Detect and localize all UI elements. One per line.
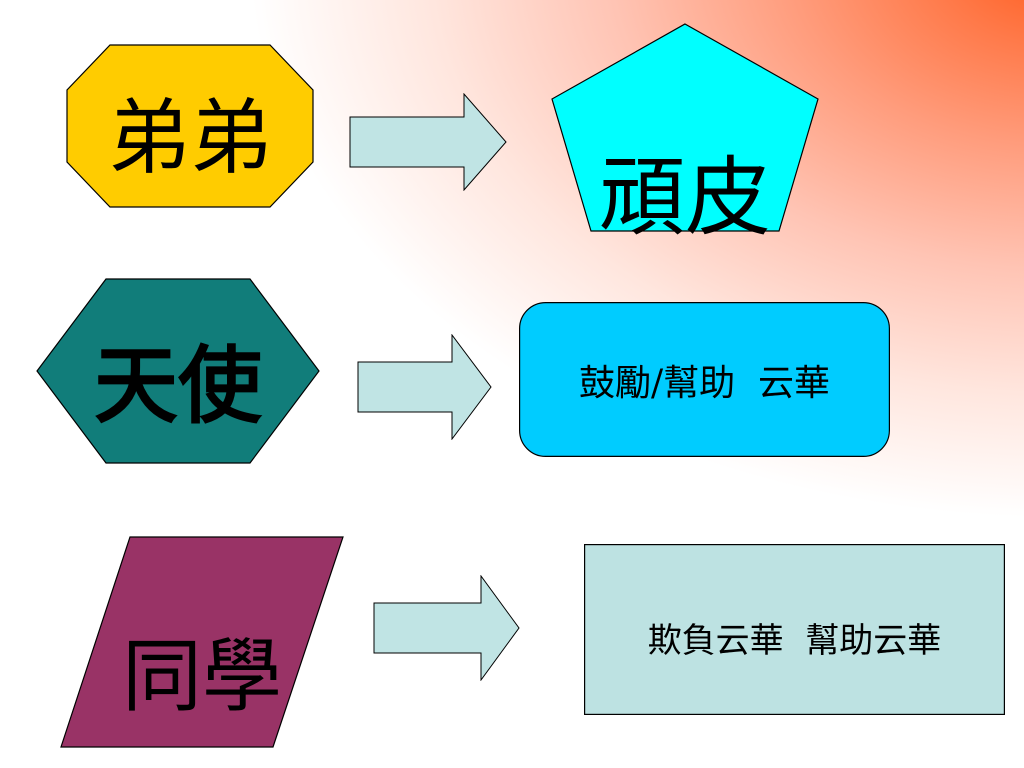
octagon-shape-younger-brother: 弟弟 [66,44,314,208]
hexagon-shape-angel: 天使 [36,278,320,464]
naughty-label: 頑皮 [599,148,771,248]
pentagon-outline [551,23,819,232]
arrow-right-icon [349,93,507,191]
encourage-help-label: 鼓勵/幫助 云華 [578,362,831,404]
younger-brother-label: 弟弟 [107,90,272,186]
rounded-rect-outline [519,302,890,458]
rect-outline [584,544,1005,716]
bully-help-label: 欺負云華 幫助云華 [647,621,942,661]
angel-label: 天使 [93,335,262,435]
octagon-outline [66,44,314,208]
pentagon-shape-naughty: 頑皮 [551,23,819,248]
arrow-right-row3 [373,575,520,681]
rounded-box-encourage-help: 鼓勵/幫助 云華 [519,302,890,458]
arrow-right-icon [357,334,492,440]
parallelogram-outline [60,536,344,748]
rect-box-bully-help: 欺負云華 幫助云華 [584,544,1005,716]
arrow-right-row2 [357,334,492,440]
arrow-right-icon [373,575,520,681]
arrow-right-row1 [349,93,507,191]
classmates-label: 同學 [122,630,282,723]
hexagon-outline [36,278,320,464]
parallelogram-shape-classmates: 同學 [60,536,344,748]
